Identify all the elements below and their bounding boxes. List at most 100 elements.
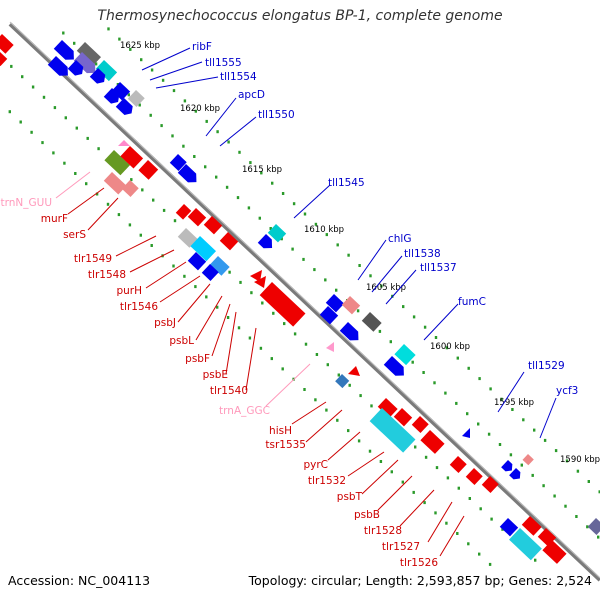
gene-arrow[interactable] (187, 252, 207, 271)
gene-label-psbJ[interactable]: psbJ (154, 317, 176, 329)
gene-arrow[interactable] (138, 160, 159, 180)
gene-label-tlr1548[interactable]: tlr1548 (88, 269, 126, 281)
gene-label-psbF[interactable]: psbF (185, 353, 210, 365)
gene-arrow[interactable] (449, 456, 467, 473)
gene-label-ribF[interactable]: ribF (192, 41, 212, 53)
gene-arrow[interactable] (254, 276, 266, 288)
gene-label-trnN_GUU[interactable]: trnN_GUU (0, 197, 52, 209)
gene-label-tll1529[interactable]: tll1529 (528, 360, 565, 372)
gene-arrow[interactable] (175, 204, 192, 220)
gene-arrow[interactable] (111, 82, 131, 101)
gene-arrow[interactable] (89, 68, 108, 86)
gene-arrow[interactable] (267, 224, 287, 243)
gene-arrow[interactable] (348, 366, 360, 376)
gene-arrow[interactable] (481, 476, 499, 493)
gene-label-purH[interactable]: purH (116, 285, 142, 297)
gene-label-tsr1535[interactable]: tsr1535 (265, 439, 306, 451)
gene-arrow[interactable] (67, 60, 86, 78)
gene-arrow[interactable] (325, 294, 345, 313)
gene-label-tlr1528[interactable]: tlr1528 (364, 525, 402, 537)
gene-label-tll1554[interactable]: tll1554 (220, 71, 257, 83)
gene-arrow[interactable] (587, 518, 600, 535)
gene-arrow[interactable] (209, 256, 230, 276)
gene-arrow[interactable] (53, 40, 78, 64)
gene-arrow[interactable] (542, 540, 567, 564)
gene-arrow[interactable] (509, 468, 523, 482)
gene-label-fumC[interactable]: fumC (458, 296, 486, 308)
gene-arrow[interactable] (47, 56, 72, 80)
gene-label-chlG[interactable]: chlG (388, 233, 411, 245)
gene-label-tll1545[interactable]: tll1545 (328, 177, 365, 189)
gene-label-serS[interactable]: serS (63, 229, 86, 241)
gene-arrow[interactable] (420, 430, 445, 454)
gene-label-tll1538[interactable]: tll1538 (404, 248, 441, 260)
gene-label-pyrC[interactable]: pyrC (303, 459, 328, 471)
gene-arrow[interactable] (339, 322, 363, 344)
gene-arrow[interactable] (103, 88, 122, 106)
gene-arrow[interactable] (377, 398, 398, 418)
gene-label-tll1550[interactable]: tll1550 (258, 109, 295, 121)
gene-arrow[interactable] (0, 52, 8, 67)
gene-arrow[interactable] (201, 264, 219, 281)
gene-arrow[interactable] (219, 232, 239, 251)
gene-arrow[interactable] (257, 234, 276, 252)
gene-arrow[interactable] (177, 228, 198, 248)
gene-label-psbB[interactable]: psbB (354, 509, 380, 521)
gene-label-tlr1527[interactable]: tlr1527 (382, 541, 420, 553)
gene-arrow[interactable] (383, 356, 408, 380)
gene-arrow[interactable] (259, 282, 306, 327)
gene-arrow[interactable] (177, 164, 201, 186)
gene-arrow[interactable] (462, 428, 470, 438)
gene-arrow[interactable] (121, 180, 139, 197)
gene-label-trnA_GGC[interactable]: trnA_GGC (219, 405, 270, 417)
gene-label-psbL[interactable]: psbL (169, 335, 194, 347)
gene-label-psbE[interactable]: psbE (203, 369, 228, 381)
gene-arrow[interactable] (393, 408, 413, 427)
gene-arrow[interactable] (326, 342, 334, 352)
gene-arrow[interactable] (394, 344, 416, 366)
gene-label-tlr1540[interactable]: tlr1540 (210, 385, 248, 397)
gene-arrow[interactable] (522, 454, 534, 466)
gene-arrow[interactable] (501, 460, 515, 474)
gene-arrow[interactable] (103, 172, 127, 195)
gene-arrow[interactable] (95, 60, 118, 82)
gene-label-tlr1549[interactable]: tlr1549 (74, 253, 112, 265)
gene-label-tlr1532[interactable]: tlr1532 (308, 475, 346, 487)
tick-dot (543, 438, 547, 442)
gene-label-apcD[interactable]: apcD (238, 89, 265, 101)
gene-arrow[interactable] (76, 42, 102, 66)
gene-label-ycf3[interactable]: ycf3 (556, 385, 578, 397)
gene-arrow[interactable] (335, 374, 350, 389)
gene-label-tll1537[interactable]: tll1537 (420, 262, 457, 274)
gene-arrow[interactable] (73, 52, 100, 77)
gene-arrow[interactable] (411, 416, 429, 433)
gene-label-tll1555[interactable]: tll1555 (205, 57, 242, 69)
gene-arrow[interactable] (521, 516, 542, 536)
gene-arrow[interactable] (341, 296, 361, 315)
gene-arrow[interactable] (104, 150, 131, 176)
gene-label-hisH[interactable]: hisH (269, 425, 292, 437)
gene-arrow[interactable] (369, 408, 416, 453)
gene-arrow[interactable] (115, 98, 136, 118)
gene-arrow[interactable] (118, 140, 130, 146)
gene-label-psbT[interactable]: psbT (337, 491, 363, 503)
gene-arrow[interactable] (190, 236, 217, 262)
gene-arrow[interactable] (319, 306, 339, 325)
gene-arrow[interactable] (0, 34, 14, 54)
gene-arrow[interactable] (361, 312, 382, 332)
gene-arrow[interactable] (250, 270, 262, 282)
gene-arrow[interactable] (187, 208, 207, 227)
gene-label-tlr1526[interactable]: tlr1526 (400, 557, 438, 569)
gene-arrow[interactable] (120, 146, 144, 169)
gene-arrow[interactable] (203, 216, 223, 235)
gene-arrow[interactable] (169, 154, 187, 171)
tick-dot (250, 291, 253, 295)
gene-arrow[interactable] (509, 528, 542, 561)
gene-arrow[interactable] (499, 518, 519, 537)
tick-dot (193, 155, 196, 158)
gene-label-tlr1546[interactable]: tlr1546 (120, 301, 158, 313)
gene-arrow[interactable] (465, 468, 483, 485)
gene-arrow[interactable] (127, 90, 145, 107)
gene-label-murF[interactable]: murF (41, 213, 68, 225)
leader-line (195, 295, 223, 341)
